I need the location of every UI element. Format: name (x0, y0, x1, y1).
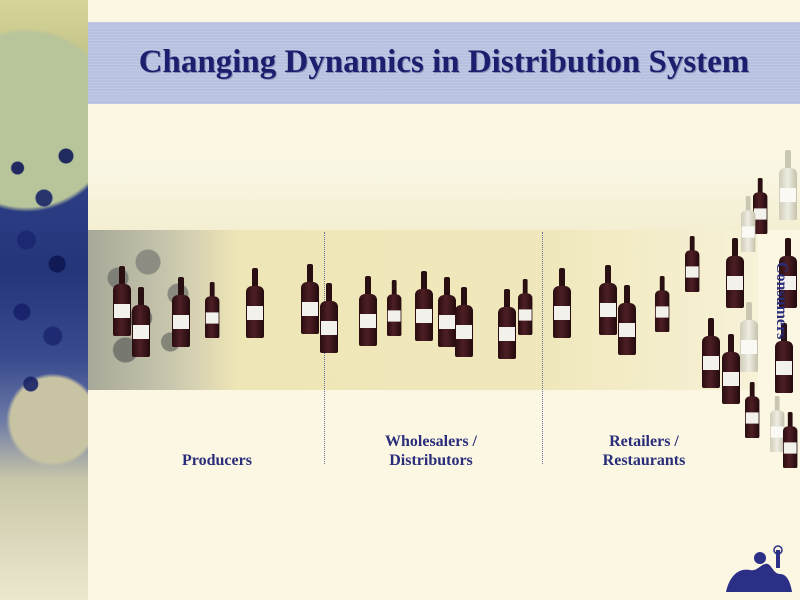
wine-bottle-icon (685, 236, 700, 292)
wine-bottle-icon (455, 287, 473, 357)
wine-bottle-icon (741, 196, 756, 252)
wine-bottle-icon (415, 271, 433, 341)
wine-bottle-icon (745, 382, 760, 438)
wine-bottle-icon (770, 396, 785, 452)
flow-top-band (88, 160, 800, 230)
wine-bottle-icon (553, 268, 571, 338)
wine-bottle-icon (246, 268, 264, 338)
wine-bottle-icon (726, 238, 744, 308)
wine-bottle-icon (301, 264, 319, 334)
wine-bottle-icon (518, 279, 533, 335)
wine-bottle-icon (779, 150, 797, 220)
stage-label-producers: Producers (182, 452, 252, 469)
stage-label-wholesalers: Wholesalers / Distributors (385, 433, 477, 469)
grape-photo-strip (0, 0, 88, 600)
wine-bottle-icon (753, 178, 768, 234)
wine-bottle-icon (132, 287, 150, 357)
stage-divider (542, 232, 543, 464)
stage-label-consumers: Consumers (773, 262, 790, 340)
wine-bottle-icon (779, 238, 797, 308)
wine-bottle-icon (783, 412, 798, 468)
slide-title: Changing Dynamics in Distribution System (138, 44, 750, 80)
wine-bottle-icon (722, 334, 740, 404)
wine-bottle-icon (172, 277, 190, 347)
wine-bottle-icon (775, 323, 793, 393)
wine-bottle-icon (599, 265, 617, 335)
wine-bottle-icon (438, 277, 456, 347)
wine-bottle-icon (498, 289, 516, 359)
stage-label-retailers: Retailers / Restaurants (602, 433, 686, 469)
wine-bottle-icon (113, 266, 131, 336)
wine-bottle-icon (618, 285, 636, 355)
wine-bottle-icon (320, 283, 338, 353)
wine-bottle-icon (740, 302, 758, 372)
wine-bottle-icon (702, 318, 720, 388)
wine-bottle-icon (359, 276, 377, 346)
wine-bottle-icon (655, 276, 670, 332)
title-band (88, 22, 800, 104)
wine-bottle-icon (387, 280, 402, 336)
wine-bottle-icon (205, 282, 220, 338)
figure-logo-icon (726, 545, 792, 592)
